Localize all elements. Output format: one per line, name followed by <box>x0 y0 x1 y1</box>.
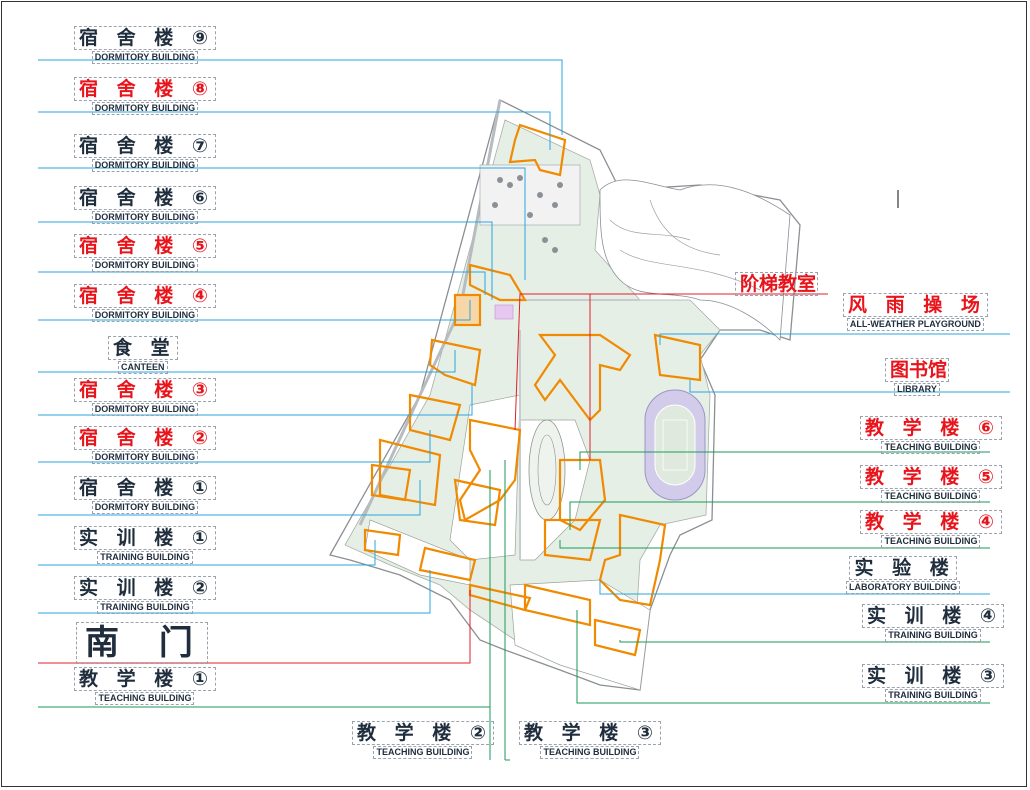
label-en: TEACHING BUILDING <box>373 746 473 759</box>
label-en: DORMITORY BUILDING <box>91 159 199 172</box>
campus-ground <box>329 99 801 691</box>
label-dormitory-3: 宿 舍 楼 ③ DORMITORY BUILDING <box>74 378 216 416</box>
label-laboratory: 实 验 楼 LABORATORY BUILDING <box>846 556 961 594</box>
label-cn: 宿 舍 楼 ⑦ <box>74 134 216 158</box>
label-cn: 教 学 楼 ⑥ <box>860 416 1002 440</box>
label-dormitory-7: 宿 舍 楼 ⑦ DORMITORY BUILDING <box>74 134 216 172</box>
label-en: TEACHING BUILDING <box>881 535 981 548</box>
label-training-2: 实 训 楼 ② TRAINING BUILDING <box>74 576 216 614</box>
label-lecture-hall: 阶梯教室 <box>735 272 819 296</box>
label-cn: 宿 舍 楼 ① <box>74 476 216 500</box>
label-cn: 阶梯教室 <box>735 272 819 296</box>
label-cn: 实 验 楼 <box>849 556 957 580</box>
label-dormitory-5: 宿 舍 楼 ⑤ DORMITORY BUILDING <box>74 234 216 272</box>
label-dormitory-4: 宿 舍 楼 ④ DORMITORY BUILDING <box>74 284 216 322</box>
label-teaching-2: 教 学 楼 ② TEACHING BUILDING <box>352 721 494 759</box>
label-cn: 教 学 楼 ⑤ <box>860 465 1002 489</box>
label-dormitory-8: 宿 舍 楼 ⑧ DORMITORY BUILDING <box>74 77 216 115</box>
label-cn: 教 学 楼 ① <box>74 667 216 691</box>
label-cn: 风 雨 操 场 <box>843 293 988 317</box>
label-en: DORMITORY BUILDING <box>91 51 199 64</box>
label-teaching-1: 教 学 楼 ① TEACHING BUILDING <box>74 667 216 705</box>
label-en: DORMITORY BUILDING <box>91 501 199 514</box>
purple-area <box>494 304 514 320</box>
label-en: TRAINING BUILDING <box>885 629 981 642</box>
label-en: DORMITORY BUILDING <box>91 211 199 224</box>
label-cn: 宿 舍 楼 ③ <box>74 378 216 402</box>
label-teaching-3: 教 学 楼 ③ TEACHING BUILDING <box>519 721 661 759</box>
label-cn: 实 训 楼 ① <box>74 526 216 550</box>
label-cn: 宿 舍 楼 ② <box>74 426 216 450</box>
label-cn: 食 堂 <box>108 336 178 360</box>
label-en: LABORATORY BUILDING <box>846 581 961 594</box>
label-en: DORMITORY BUILDING <box>91 309 199 322</box>
label-en: DORMITORY BUILDING <box>91 259 199 272</box>
label-en: LIBRARY <box>894 383 940 396</box>
label-cn: 宿 舍 楼 ⑨ <box>74 26 216 50</box>
label-en: TEACHING BUILDING <box>95 692 195 705</box>
label-en: TRAINING BUILDING <box>97 601 193 614</box>
leader-lines <box>38 59 1010 761</box>
label-cn: 南 门 <box>76 622 208 664</box>
label-dormitory-2: 宿 舍 楼 ② DORMITORY BUILDING <box>74 426 216 464</box>
label-en: DORMITORY BUILDING <box>91 451 199 464</box>
label-en: ALL-WEATHER PLAYGROUND <box>846 318 984 331</box>
label-dormitory-1: 宿 舍 楼 ① DORMITORY BUILDING <box>74 476 216 514</box>
label-training-4: 实 训 楼 ④ TRAINING BUILDING <box>862 604 1004 642</box>
label-cn: 实 训 楼 ④ <box>862 604 1004 628</box>
label-all-weather-playground: 风 雨 操 场 ALL-WEATHER PLAYGROUND <box>843 293 988 331</box>
label-cn: 宿 舍 楼 ⑧ <box>74 77 216 101</box>
label-training-1: 实 训 楼 ① TRAINING BUILDING <box>74 526 216 564</box>
label-cn: 教 学 楼 ③ <box>519 721 661 745</box>
label-teaching-6: 教 学 楼 ⑥ TEACHING BUILDING <box>860 416 1002 454</box>
label-cn: 教 学 楼 ④ <box>860 510 1002 534</box>
label-cn: 实 训 楼 ③ <box>862 664 1004 688</box>
label-en: TRAINING BUILDING <box>97 551 193 564</box>
label-en: TEACHING BUILDING <box>540 746 640 759</box>
label-teaching-4: 教 学 楼 ④ TEACHING BUILDING <box>860 510 1002 548</box>
label-en: DORMITORY BUILDING <box>91 403 199 416</box>
label-en: DORMITORY BUILDING <box>91 102 199 115</box>
label-en: TEACHING BUILDING <box>881 490 981 503</box>
label-canteen: 食 堂 CANTEEN <box>108 336 178 374</box>
label-dormitory-6: 宿 舍 楼 ⑥ DORMITORY BUILDING <box>74 186 216 224</box>
label-en: TRAINING BUILDING <box>885 689 981 702</box>
label-dormitory-9: 宿 舍 楼 ⑨ DORMITORY BUILDING <box>74 26 216 64</box>
label-cn: 实 训 楼 ② <box>74 576 216 600</box>
label-cn: 宿 舍 楼 ④ <box>74 284 216 308</box>
label-cn: 教 学 楼 ② <box>352 721 494 745</box>
running-track <box>644 389 706 501</box>
label-library: 图书馆 LIBRARY <box>885 358 950 396</box>
label-en: CANTEEN <box>118 361 168 374</box>
label-teaching-5: 教 学 楼 ⑤ TEACHING BUILDING <box>860 465 1002 503</box>
label-cn: 宿 舍 楼 ⑤ <box>74 234 216 258</box>
label-cn: 宿 舍 楼 ⑥ <box>74 186 216 210</box>
label-cn: 图书馆 <box>885 358 950 382</box>
label-training-3: 实 训 楼 ③ TRAINING BUILDING <box>862 664 1004 702</box>
buildings <box>363 123 702 657</box>
label-south-gate: 南 门 <box>76 622 208 664</box>
label-en: TEACHING BUILDING <box>881 441 981 454</box>
